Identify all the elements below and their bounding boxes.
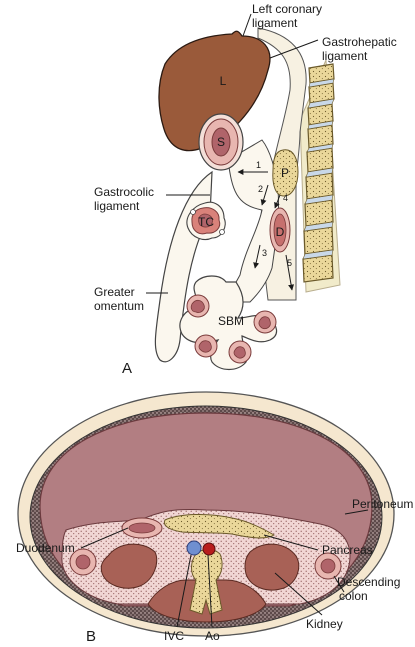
arrow-2 <box>260 184 269 206</box>
gastrohepatic-ligament-line1: Gastrohepatic <box>322 35 397 49</box>
liver-label: L <box>220 74 227 88</box>
panel-a: L S P TC D SBM 1 2 3 4 5 Left coronary l… <box>94 2 400 377</box>
stomach <box>198 113 244 171</box>
aorta-vessel <box>202 542 216 556</box>
kidneys <box>100 543 300 591</box>
stomach-label: S <box>217 135 225 149</box>
peritoneum-label: Peritoneum <box>352 497 413 511</box>
panel-b: Peritoneum Duodenum Pancreas Descending … <box>16 391 413 645</box>
greater-omentum-line2: omentum <box>94 299 144 313</box>
gastrocolic-ligament-label: Gastrocolic ligament <box>94 185 157 213</box>
small-bowel-mesentery <box>179 275 278 371</box>
kidney-label: Kidney <box>306 617 343 631</box>
bowel-loop-3 <box>194 334 218 358</box>
gastrocolic-ligament-line2: ligament <box>94 199 140 213</box>
greater-omentum-line1: Greater <box>94 285 135 299</box>
duodenum-label: D <box>276 225 285 239</box>
pancreas <box>272 149 299 197</box>
colon-segments <box>69 548 342 580</box>
space-number-5: 5 <box>287 258 292 268</box>
left-coronary-ligament-line1: Left coronary <box>252 2 322 16</box>
right-kidney <box>244 543 300 591</box>
space-number-1: 1 <box>256 160 261 170</box>
descending-colon-line1: Descending <box>337 575 400 589</box>
arrow-4 <box>274 194 281 209</box>
panel-a-letter: A <box>122 360 132 377</box>
arrow-3 <box>253 244 261 269</box>
ivc-label: IVC <box>164 629 184 643</box>
spine-column <box>299 59 341 293</box>
gastrohepatic-ligament-label: Gastrohepatic ligament <box>322 35 400 63</box>
aorta-label: Ao <box>205 629 220 643</box>
panel-a-leader-lines <box>146 13 319 294</box>
gastrocolic-ligament-line1: Gastrocolic <box>94 185 154 199</box>
duodenum-b-label: Duodenum <box>16 541 75 555</box>
space-number-2: 2 <box>258 184 263 194</box>
descending-colon-label: Descending colon <box>337 575 404 603</box>
descending-colon-line2: colon <box>339 589 368 603</box>
space-number-4: 4 <box>283 193 288 203</box>
communication-arrows <box>237 169 295 291</box>
space-number-3: 3 <box>262 248 267 258</box>
gastrohepatic-ligament-line2: ligament <box>322 49 368 63</box>
greater-omentum-label: Greater omentum <box>94 285 144 313</box>
bowel-loop-4 <box>228 340 252 364</box>
left-coronary-ligament-line2: ligament <box>252 16 298 30</box>
pancreas-b <box>163 513 275 539</box>
duodenum <box>269 207 291 253</box>
pancreas-b-label: Pancreas <box>322 543 373 557</box>
panel-b-letter: B <box>86 628 96 645</box>
transverse-colon-label: TC <box>198 215 214 229</box>
panel-b-leader-lines <box>80 509 369 628</box>
left-coronary-ligament-label: Left coronary ligament <box>252 2 325 30</box>
small-bowel-mesentery-label: SBM <box>218 314 244 328</box>
arrow-5 <box>285 254 295 291</box>
pancreas-label: P <box>281 166 289 180</box>
ivc-vessel <box>186 540 202 556</box>
bowel-loop-2 <box>253 310 277 334</box>
transverse-colon <box>186 201 226 241</box>
left-kidney <box>100 543 158 589</box>
duodenum-b <box>121 517 163 539</box>
bowel-loop-1 <box>186 294 210 318</box>
